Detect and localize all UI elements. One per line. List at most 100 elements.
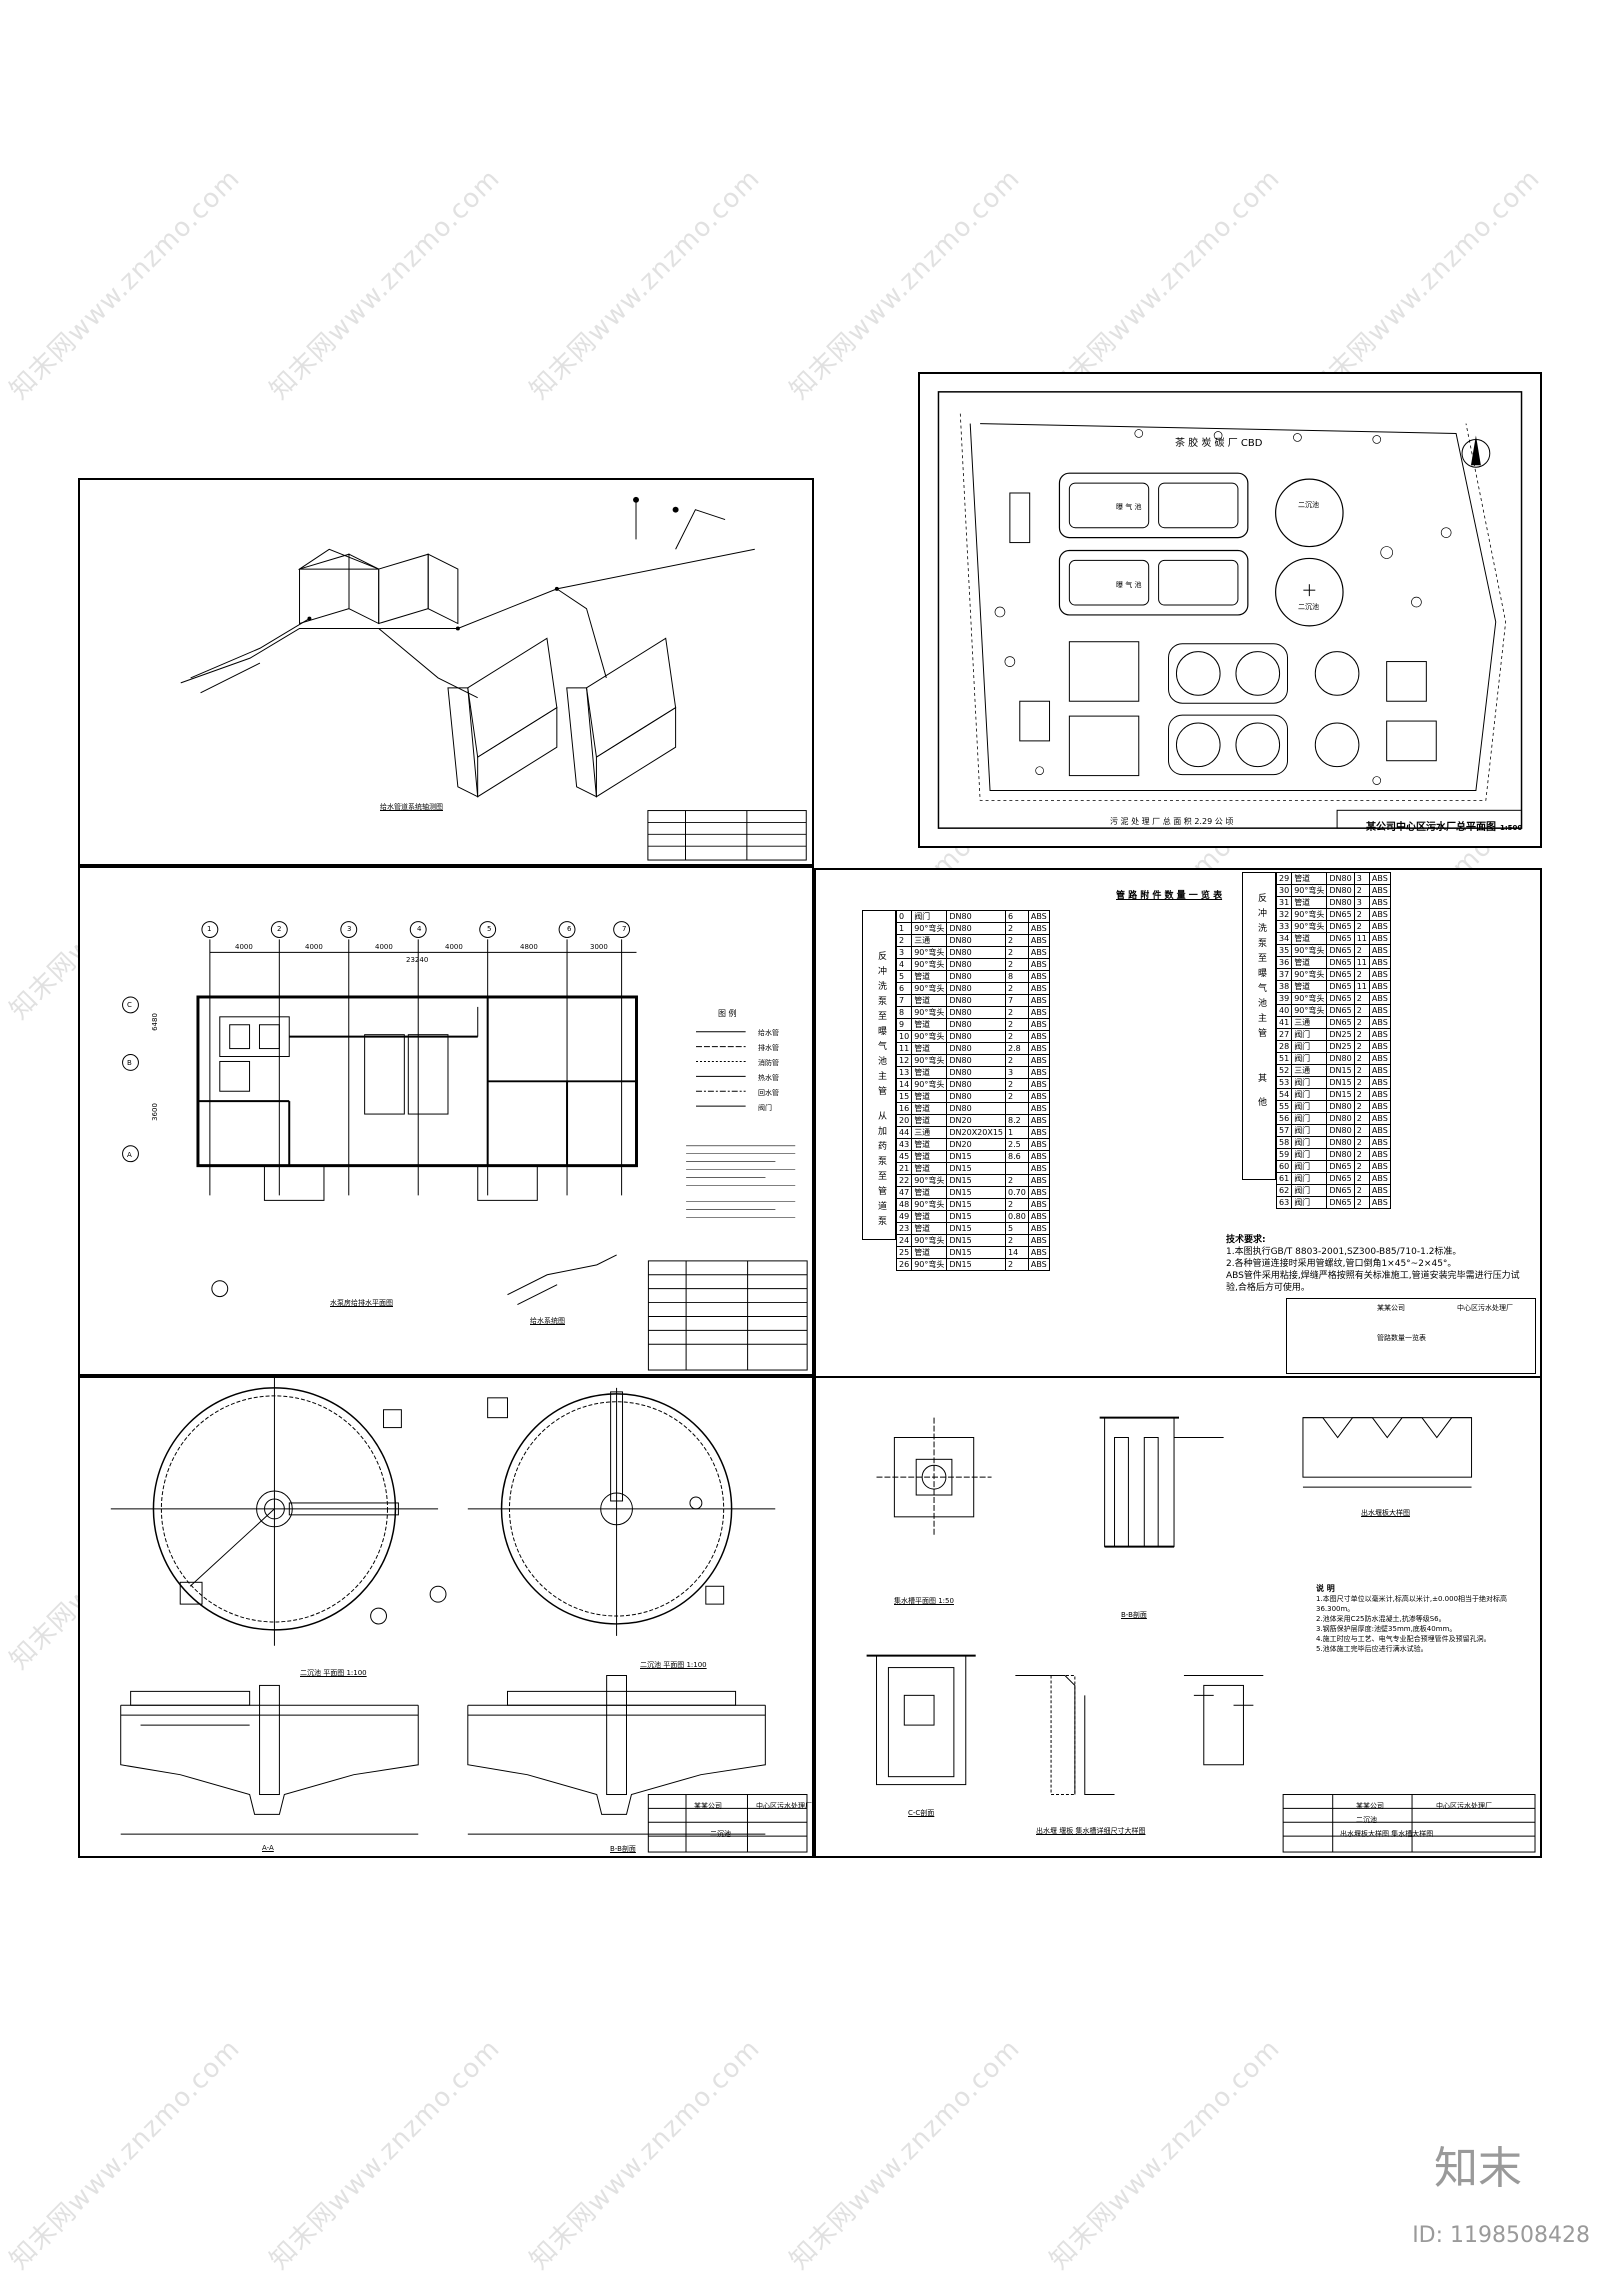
details-notes: 说 明 1.本图尺寸单位以毫米计,标高以米计,±0.000相当于绝对标高36.3… — [1316, 1584, 1532, 1654]
table-cell: 7 — [895, 994, 913, 1007]
table-cell: DN80 — [946, 946, 1007, 959]
materials-title: 管 路 附 件 数 量 一 览 表 — [1116, 891, 1223, 901]
details-note-2: 2.池体采用C25防水混凝土,抗渗等级S6。 — [1316, 1615, 1446, 1623]
table-cell: 16 — [895, 1102, 913, 1115]
table-cell: ABS — [1027, 910, 1050, 923]
table-cell: ABS — [1027, 1114, 1050, 1127]
table-cell: ABS — [1027, 1162, 1050, 1175]
table-cell: 管道 — [911, 1210, 948, 1223]
table-cell: 管道 — [911, 1018, 948, 1031]
table-cell: 2 — [1353, 1160, 1370, 1173]
table-cell: ABS — [1368, 944, 1391, 957]
table-cell: ABS — [1027, 982, 1050, 995]
table-cell: 2 — [895, 934, 913, 947]
table-cell: 阀门 — [1291, 1112, 1328, 1125]
table-cell: 37 — [1275, 968, 1293, 981]
site-plan-tank-label-3: 二沉池 — [1298, 501, 1319, 509]
dim-6: 3000 — [590, 943, 608, 951]
table-cell: 2 — [1353, 1184, 1370, 1197]
table-cell: ABS — [1368, 920, 1391, 933]
sheet-isometric: 给水管道系统轴测图 — [78, 478, 814, 866]
left-dim-1: 6480 — [150, 1013, 159, 1031]
table-cell: ABS — [1027, 958, 1050, 971]
table-cell: DN80 — [946, 1054, 1007, 1067]
table-cell: ABS — [1368, 1100, 1391, 1113]
table-cell: DN80 — [946, 982, 1007, 995]
table-cell: 2 — [1005, 1198, 1029, 1211]
table-cell: 三通 — [1291, 1064, 1328, 1077]
table-cell: 2 — [1353, 920, 1370, 933]
dim-3: 4000 — [375, 943, 393, 951]
table-cell: DN80 — [1326, 1136, 1355, 1149]
table-cell: 阀门 — [1291, 1052, 1328, 1065]
table-cell: 56 — [1275, 1112, 1293, 1125]
site-plan-bottom-label: 污 泥 处 理 厂 总 面 积 2.29 公 顷 — [1110, 817, 1234, 826]
table-cell: ABS — [1368, 1016, 1391, 1029]
table-cell — [1005, 1162, 1029, 1175]
watermark-text: 知末网www.znzmo.com — [1044, 2033, 1287, 2276]
table-cell: 90°弯头 — [911, 946, 948, 959]
table-cell: DN15 — [946, 1210, 1007, 1223]
axis-label-2: 2 — [277, 925, 282, 933]
isometric-caption: 给水管道系统轴测图 — [380, 803, 443, 811]
table-cell: ABS — [1027, 1222, 1050, 1235]
table-cell: 28 — [1275, 1040, 1293, 1053]
table-cell: DN65 — [1326, 1172, 1355, 1185]
table-cell: 8 — [895, 1006, 913, 1019]
table-cell: DN80 — [946, 1030, 1007, 1043]
clarifier-caption-4: B-B剖面 — [610, 1845, 636, 1853]
right-group-label-1: 反冲洗泵至曝气池主管 — [1256, 893, 1266, 1043]
table-cell: 1 — [895, 922, 913, 935]
table-cell: 8 — [1005, 970, 1029, 983]
table-cell: ABS — [1027, 934, 1050, 947]
table-cell: 2 — [1353, 1040, 1370, 1053]
details-note-5: 5.池体施工完毕后应进行满水试验。 — [1316, 1645, 1428, 1653]
brand-logo: 知末 — [1434, 2143, 1522, 2194]
materials-notes-title: 技术要求: — [1226, 1235, 1266, 1245]
watermark-text: 知末网www.znzmo.com — [264, 2033, 507, 2276]
table-cell: ABS — [1368, 1040, 1391, 1053]
details-drawing — [866, 1416, 1536, 1853]
details-tb-drawing: 二沉池 — [1356, 1816, 1377, 1824]
table-cell: 0.80 — [1005, 1210, 1029, 1223]
table-cell: 2 — [1353, 1028, 1370, 1041]
table-cell: ABS — [1027, 1090, 1050, 1103]
table-cell: 11 — [1353, 980, 1370, 993]
details-caption-1: 集水槽平面图 1:50 — [894, 1597, 954, 1605]
table-cell: ABS — [1027, 1078, 1050, 1091]
table-cell: 54 — [1275, 1088, 1293, 1101]
table-cell: ABS — [1368, 1004, 1391, 1017]
table-cell: 1 — [1005, 1126, 1029, 1139]
clarifier-tb-company: 某某公司 — [694, 1802, 722, 1810]
table-cell: 2 — [1005, 1258, 1029, 1271]
table-cell: 90°弯头 — [1291, 992, 1328, 1005]
table-cell: DN65 — [1326, 920, 1355, 933]
table-cell: 三通 — [1291, 1016, 1328, 1029]
table-cell: DN20X20X15 — [946, 1126, 1007, 1139]
axis-label-5: 5 — [487, 925, 492, 933]
table-cell: 63 — [1275, 1196, 1293, 1209]
table-cell: 90°弯头 — [911, 1234, 948, 1247]
table-cell: ABS — [1027, 922, 1050, 935]
materials-note-2: 2.各种管道连接时采用管螺纹,管口倒角1×45°~2×45°。 — [1226, 1259, 1457, 1269]
table-cell: 57 — [1275, 1124, 1293, 1137]
table-cell: ABS — [1368, 1124, 1391, 1137]
legend-item-3: 消防管 — [758, 1059, 779, 1067]
